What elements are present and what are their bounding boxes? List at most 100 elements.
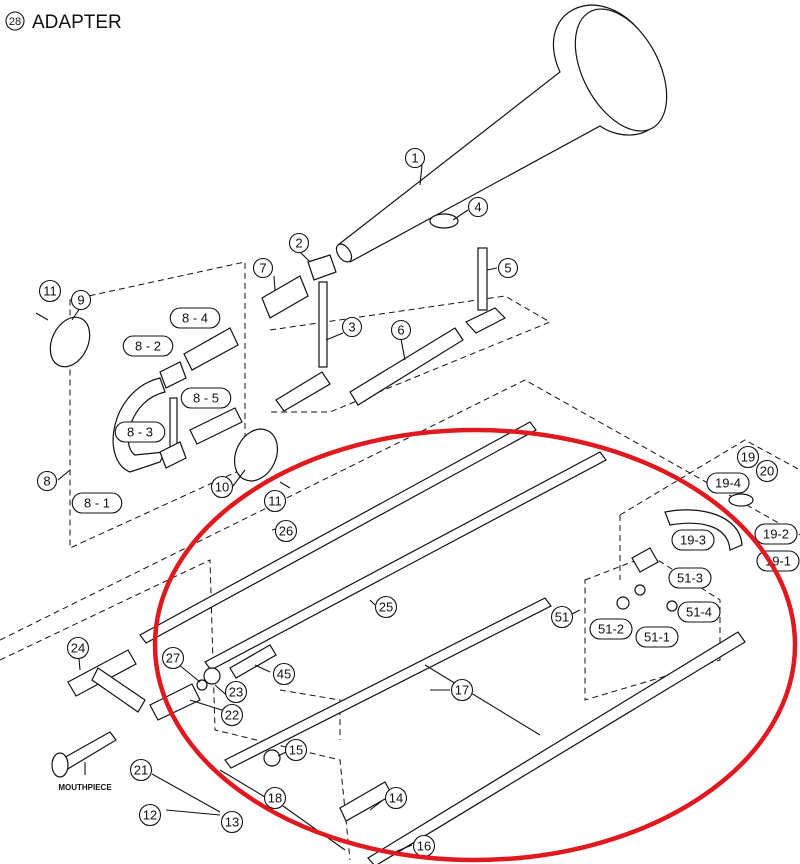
callout-label: 8 - 4 <box>182 311 208 326</box>
callout-p13: 13 <box>220 810 244 834</box>
callout-label: 15 <box>289 743 303 758</box>
part-8-4-tube <box>183 327 239 371</box>
leader-18a <box>219 769 266 798</box>
part-16-tube <box>367 631 746 864</box>
callout-shape <box>138 803 162 827</box>
callout-label: 19-4 <box>715 476 741 491</box>
callout-shape <box>467 196 489 218</box>
bell-rim <box>574 8 668 132</box>
part-24-arm <box>91 667 146 713</box>
part-8-2-fitting <box>159 361 187 389</box>
callout-p3: 3 <box>341 316 363 338</box>
part-27-ring <box>196 679 208 691</box>
leader-15 <box>277 751 287 757</box>
part-15-cap <box>263 749 281 767</box>
callout-label: 12 <box>143 808 157 823</box>
callout-p51-2: 51-2 <box>589 618 633 640</box>
part-51-4-screw <box>666 600 678 612</box>
callout-shape <box>220 703 244 727</box>
part-45-sleeve <box>229 644 277 679</box>
callout-shape <box>635 626 679 648</box>
part-23-ring <box>203 667 221 685</box>
callout-p8-3: 8 - 3 <box>114 421 166 443</box>
part-9-cap <box>49 316 91 368</box>
callout-label: 19 <box>741 450 755 465</box>
part-51-valve <box>631 547 659 573</box>
callout-p8-4: 8 - 4 <box>169 307 221 329</box>
lower-left-parts <box>51 649 221 778</box>
callout-shape <box>677 601 721 623</box>
callout-label: 51-2 <box>598 622 624 637</box>
assembly-outlines <box>0 261 800 861</box>
leader-1 <box>419 164 423 186</box>
callout-shape <box>404 147 426 169</box>
part-20-ring <box>728 493 754 507</box>
callout-label: 7 <box>259 261 266 276</box>
callout-shape <box>450 678 474 702</box>
callout-label: 14 <box>389 791 403 806</box>
callout-p45: 45 <box>272 662 296 686</box>
callout-p4: 4 <box>467 196 489 218</box>
callout-p51: 51 <box>550 605 574 629</box>
callout-label: 13 <box>225 815 239 830</box>
part-10-cap <box>233 428 279 482</box>
part-14-fitting <box>339 781 393 822</box>
callout-shape <box>252 257 274 279</box>
leader-5 <box>486 267 498 271</box>
callout-shape <box>169 307 221 329</box>
callout-shape <box>272 662 296 686</box>
bell-part-1 <box>335 4 668 263</box>
callout-p11b: 11 <box>263 489 287 513</box>
callout-shape <box>754 523 798 545</box>
callout-label: 8 - 3 <box>127 425 153 440</box>
callout-shape <box>374 595 398 619</box>
part-5-post <box>477 247 488 311</box>
callout-p12: 12 <box>138 803 162 827</box>
leader-6 <box>400 338 406 361</box>
callout-label: 20 <box>760 464 774 479</box>
callout-p7: 7 <box>252 257 274 279</box>
callout-p6: 6 <box>390 319 412 341</box>
leader-12 <box>165 809 221 816</box>
callout-label: 4 <box>474 200 481 215</box>
callout-shape <box>210 475 234 499</box>
callout-p14: 14 <box>384 786 408 810</box>
callout-label: 8 - 1 <box>84 496 110 511</box>
callout-shape <box>224 680 248 704</box>
callout-label: 51 <box>555 610 569 625</box>
callout-p51-4: 51-4 <box>677 601 721 623</box>
callout-shape <box>390 319 412 341</box>
outline-slide-brace <box>279 689 341 740</box>
callout-shape <box>341 316 363 338</box>
part-8-5-tube <box>189 407 243 445</box>
callout-shape <box>180 387 232 409</box>
callout-label: 8 - 2 <box>135 339 161 354</box>
upper-parts <box>261 213 507 412</box>
callout-p10: 10 <box>210 475 234 499</box>
callout-p19-3: 19-3 <box>671 529 715 551</box>
leader-25 <box>369 599 376 606</box>
part-6-tube <box>349 327 464 406</box>
callout-p19-4: 19-4 <box>706 472 750 494</box>
callout-label: 18 <box>268 791 282 806</box>
callout-p25: 25 <box>374 595 398 619</box>
callout-label: 11 <box>268 494 282 509</box>
callout-shape <box>66 636 90 660</box>
callout-shape <box>497 257 519 279</box>
callout-shape <box>161 646 185 670</box>
callout-shape <box>755 459 779 483</box>
title-number: 28 <box>9 16 21 28</box>
callout-shape <box>263 786 287 810</box>
callout-label: 51-3 <box>677 571 703 586</box>
part-17-tube-a <box>224 597 552 769</box>
slide-tubes <box>139 421 746 864</box>
callout-p19: 19 <box>736 445 760 469</box>
callout-label: 3 <box>348 320 355 335</box>
leader-7 <box>273 275 276 291</box>
outline-valve-51 <box>584 554 721 701</box>
callout-p23: 23 <box>224 680 248 704</box>
part-26-tube <box>139 421 537 644</box>
callout-label: 8 <box>43 474 50 489</box>
